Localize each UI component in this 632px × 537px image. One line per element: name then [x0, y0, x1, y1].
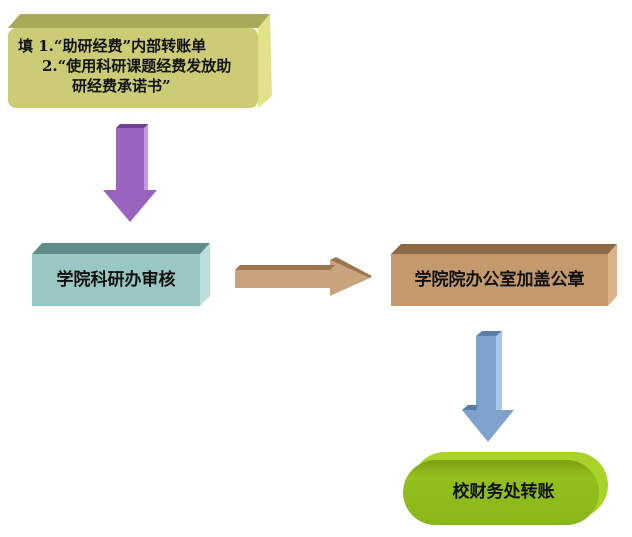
fill-forms-box: [8, 14, 272, 108]
form-item-2-cont: 研经费承诺书”: [72, 77, 171, 95]
arrow-right-brown: [235, 257, 372, 296]
form-item-2: 2.“使用科研课题经费发放助: [42, 57, 232, 75]
office-seal-label: 学院院办公室加盖公章: [414, 270, 585, 290]
arrow-down-purple: [103, 124, 157, 222]
college-review-box: [32, 243, 210, 306]
college-review-label: 学院科研办审核: [56, 270, 176, 290]
form-item-1: 1.“助研经费”内部转账单: [38, 37, 207, 55]
fill-prefix: 填: [18, 37, 34, 55]
office-seal-box: [391, 244, 617, 306]
arrow-down-blue: [462, 331, 514, 442]
finance-transfer-label: 校财务处转账: [452, 482, 555, 502]
fill-forms-text: 填 1.“助研经费”内部转账单 2.“使用科研课题经费发放助 研经费承诺书”: [18, 36, 231, 96]
finance-transfer-pill: [403, 452, 608, 525]
